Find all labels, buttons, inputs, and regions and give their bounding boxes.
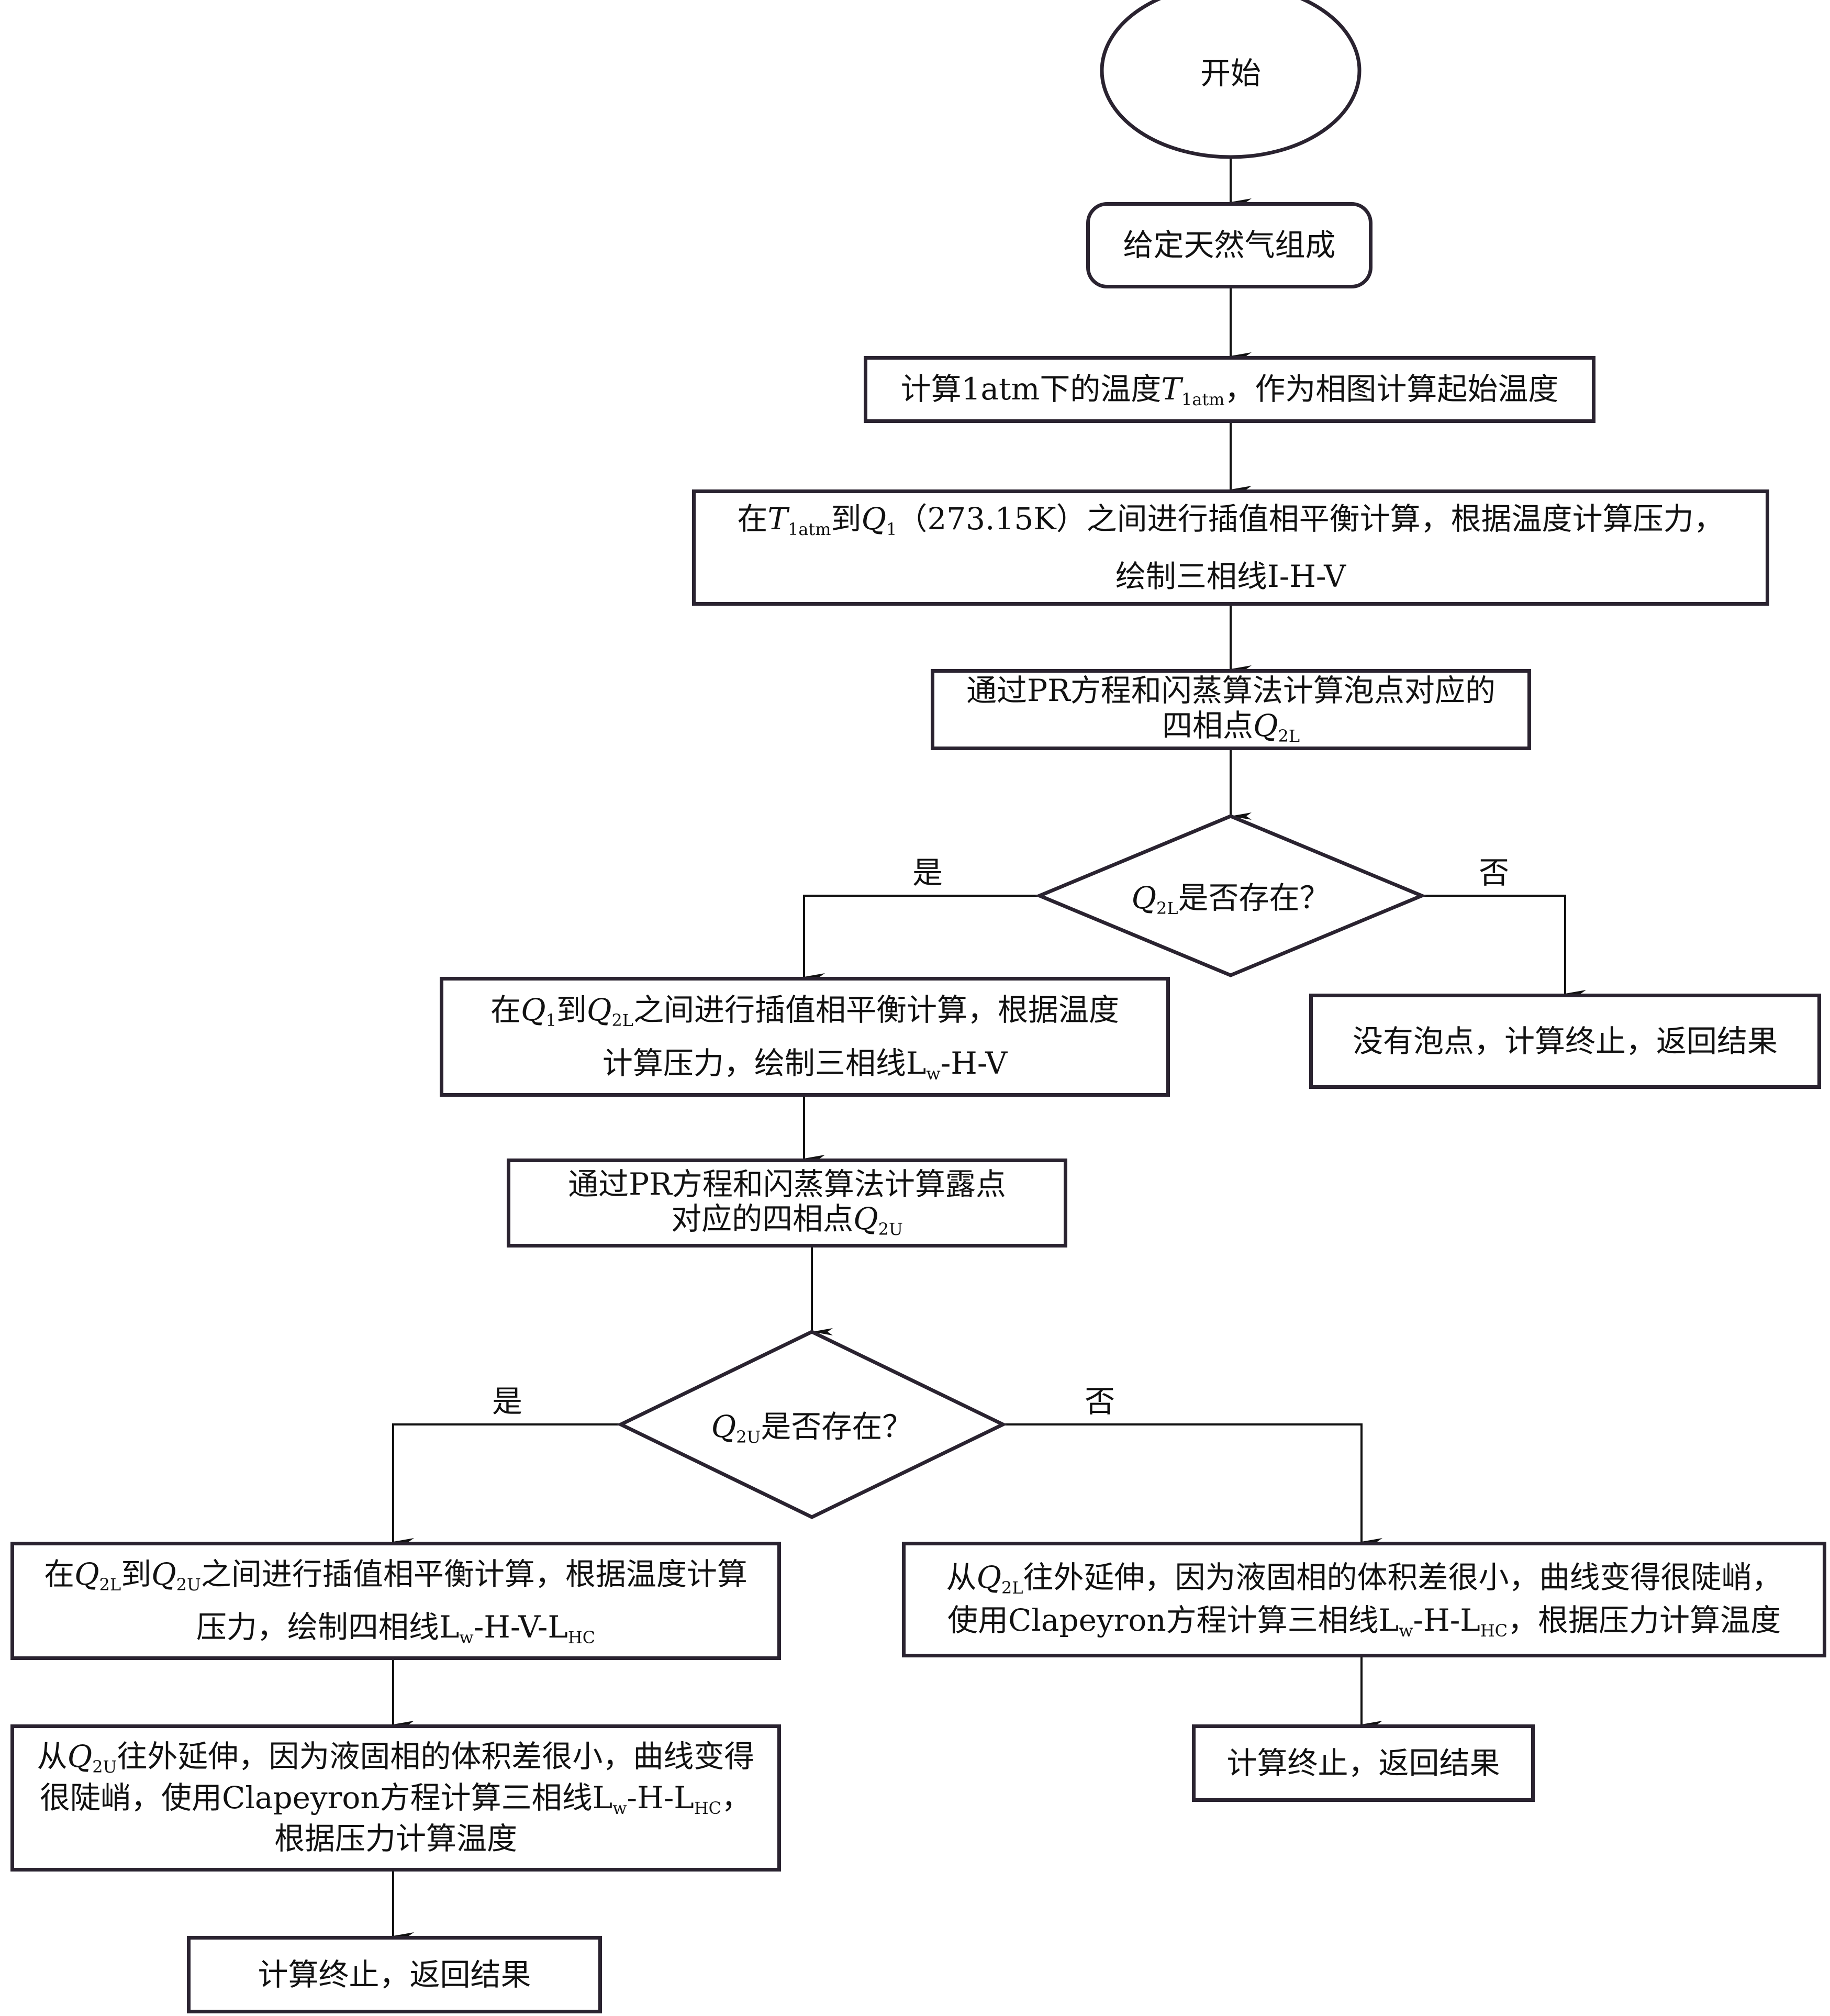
end-no-bubble-point: 没有泡点，计算终止，返回结果 xyxy=(1309,994,1821,1089)
decision-q2l-diamond xyxy=(1034,814,1427,977)
arrow-decision2-yes xyxy=(392,1423,621,1545)
step-extend-from-q2u-line2: 很陡峭，使用Clapeyron方程计算三相线Lw-H-LHC， xyxy=(39,1779,752,1818)
end-no-bubble-point-label: 没有泡点，计算终止，返回结果 xyxy=(1352,1023,1778,1059)
step-four-phase-line2: 压力，绘制四相线Lw-H-V-LHC xyxy=(196,1609,596,1648)
step-four-phase-line1: 在Q2L到Q2U之间进行插值相平衡计算，根据温度计算 xyxy=(44,1556,747,1595)
step-lwhv-line: 在Q1到Q2L之间进行插值相平衡计算，根据温度 计算压力，绘制三相线Lw-H-V xyxy=(440,977,1170,1097)
step-extend-from-q2u: 从Q2U往外延伸，因为液固相的体积差很小，曲线变得 很陡峭，使用Clapeyro… xyxy=(10,1724,781,1872)
arrow-decision2-no xyxy=(1003,1423,1382,1545)
step-extend-from-q2l-line1: 从Q2L往外延伸，因为液固相的体积差很小，曲线变得很陡峭， xyxy=(946,1560,1782,1598)
step-compute-q2l: 通过PR方程和闪蒸算法计算泡点对应的 四相点Q2L xyxy=(931,669,1531,750)
arrow-decision1-no xyxy=(1422,895,1586,997)
step-compute-q2u-line1: 通过PR方程和闪蒸算法计算露点 xyxy=(568,1166,1006,1202)
step-ihv-line2: 绘制三相线I-H-V xyxy=(1115,559,1346,594)
decision-q2l-no-label: 否 xyxy=(1479,855,1510,890)
end-right: 计算终止，返回结果 xyxy=(1192,1724,1535,1802)
decision-q2u-no-label: 否 xyxy=(1085,1384,1115,1419)
step-extend-from-q2l: 从Q2L往外延伸，因为液固相的体积差很小，曲线变得很陡峭， 使用Clapeyro… xyxy=(902,1542,1826,1657)
step-ihv-line: 在T1atm到Q1（273.15K）之间进行插值相平衡计算，根据温度计算压力， … xyxy=(692,489,1769,606)
step-compute-t1atm: 计算1atm下的温度T1atm，作为相图计算起始温度 xyxy=(864,356,1595,423)
start-label: 开始 xyxy=(1200,55,1261,91)
end-left-label: 计算终止，返回结果 xyxy=(258,1956,531,1992)
decision-q2l-label: Q2L是否存在？ xyxy=(1131,879,1330,919)
step-compute-q2l-line1: 通过PR方程和闪蒸算法计算泡点对应的 xyxy=(966,673,1496,709)
decision-q2u-yes-label: 是 xyxy=(492,1384,523,1419)
end-left: 计算终止，返回结果 xyxy=(187,1936,602,2013)
step-gas-composition: 给定天然气组成 xyxy=(1086,202,1372,288)
step-ihv-line1: 在T1atm到Q1（273.15K）之间进行插值相平衡计算，根据温度计算压力， xyxy=(737,500,1724,539)
step-extend-from-q2l-line2: 使用Clapeyron方程计算三相线Lw-H-LHC，根据压力计算温度 xyxy=(947,1602,1781,1641)
step-extend-from-q2u-line3: 根据压力计算温度 xyxy=(274,1821,517,1857)
end-right-label: 计算终止，返回结果 xyxy=(1226,1745,1500,1781)
decision-q2u-label: Q2U是否存在？ xyxy=(711,1408,913,1447)
arrow-decision1-yes xyxy=(803,895,1040,981)
step-extend-from-q2u-line1: 从Q2U往外延伸，因为液固相的体积差很小，曲线变得 xyxy=(37,1739,755,1777)
step-compute-t1atm-label: 计算1atm下的温度T1atm，作为相图计算起始温度 xyxy=(900,371,1559,410)
step-lwhv-line1: 在Q1到Q2L之间进行插值相平衡计算，根据温度 xyxy=(490,992,1119,1031)
step-compute-q2l-line2: 四相点Q2L xyxy=(1162,707,1300,747)
start-terminal xyxy=(1100,0,1362,159)
step-gas-composition-label: 给定天然气组成 xyxy=(1123,227,1336,263)
step-compute-q2u-line2: 对应的四相点Q2U xyxy=(671,1201,903,1240)
step-lwhv-line2: 计算压力，绘制三相线Lw-H-V xyxy=(602,1045,1008,1084)
decision-q2l-yes-label: 是 xyxy=(912,855,943,890)
step-compute-q2u: 通过PR方程和闪蒸算法计算露点 对应的四相点Q2U xyxy=(507,1159,1067,1248)
decision-q2u-diamond xyxy=(616,1330,1008,1519)
step-four-phase-line: 在Q2L到Q2U之间进行插值相平衡计算，根据温度计算 压力，绘制四相线Lw-H-… xyxy=(10,1542,781,1660)
